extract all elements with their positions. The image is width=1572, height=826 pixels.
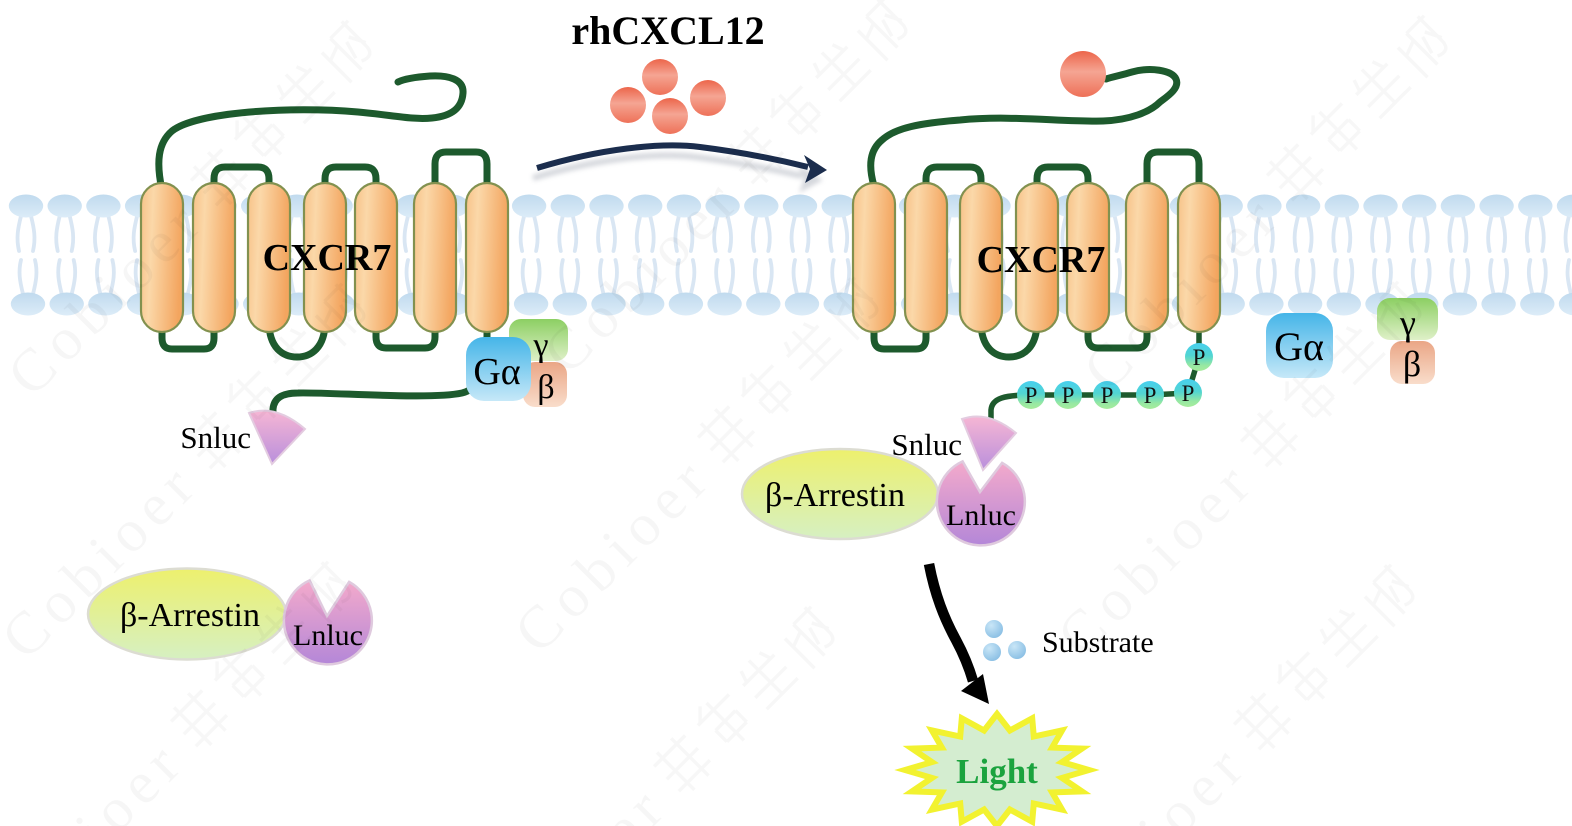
svg-text:P: P: [1193, 345, 1206, 370]
svg-text:Lnluc: Lnluc: [946, 499, 1016, 532]
svg-text:P: P: [1101, 383, 1114, 408]
svg-text:Snluc: Snluc: [891, 427, 962, 462]
svg-text:Gα: Gα: [1274, 324, 1324, 369]
svg-text:rhCXCL12: rhCXCL12: [571, 8, 764, 53]
svg-text:β-Arrestin: β-Arrestin: [120, 597, 260, 634]
svg-text:P: P: [1144, 383, 1157, 408]
svg-text:β: β: [1403, 344, 1421, 384]
svg-text:Snluc: Snluc: [180, 420, 251, 455]
svg-text:CXCR7: CXCR7: [977, 239, 1106, 281]
svg-text:Substrate: Substrate: [1042, 626, 1154, 659]
svg-text:γ: γ: [532, 327, 548, 364]
svg-text:γ: γ: [1399, 303, 1416, 343]
svg-text:Lnluc: Lnluc: [293, 619, 363, 652]
svg-text:CXCR7: CXCR7: [263, 237, 392, 279]
svg-text:P: P: [1182, 381, 1195, 406]
svg-text:P: P: [1062, 383, 1075, 408]
svg-text:β: β: [537, 369, 554, 406]
svg-text:P: P: [1025, 383, 1038, 408]
svg-text:β-Arrestin: β-Arrestin: [765, 477, 905, 514]
svg-text:Gα: Gα: [473, 351, 520, 393]
svg-text:Light: Light: [956, 752, 1038, 791]
